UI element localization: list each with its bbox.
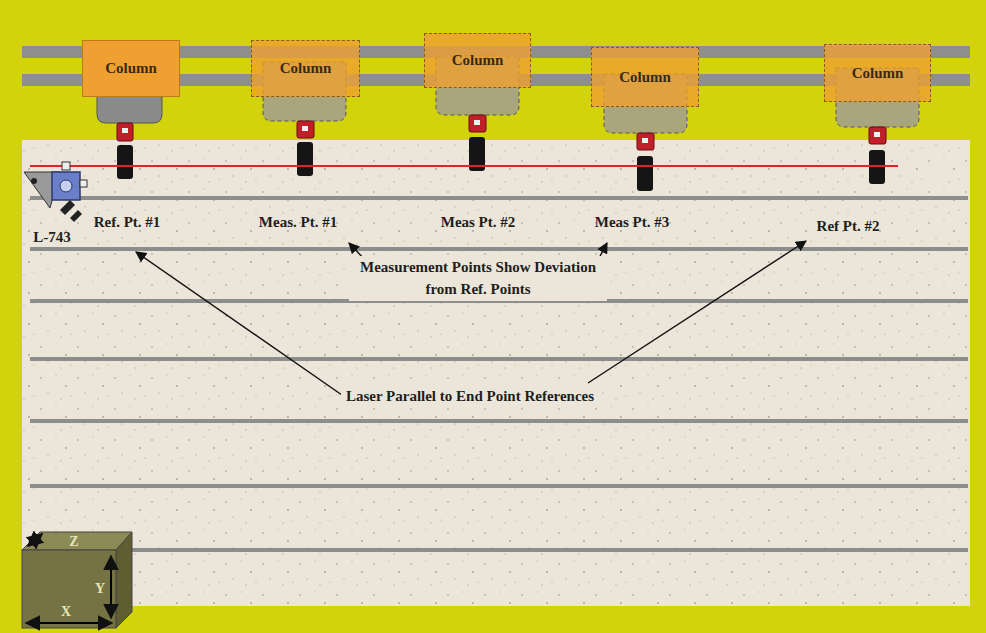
axis-cube-part-part (26, 622, 112, 624)
leader-arrows-part (136, 252, 352, 402)
column-label: Column (452, 52, 504, 69)
sensor-heads (117, 115, 886, 150)
axis-label: Z (69, 531, 78, 552)
sensor-heads-part (869, 127, 886, 144)
laser-device (24, 162, 87, 222)
targets (117, 137, 885, 191)
sensor-marks-part (642, 138, 648, 143)
laser-beam-part (30, 165, 898, 167)
floor-lines-part (30, 484, 968, 488)
axis-cube-part-part (110, 556, 112, 618)
axis-cube-part (22, 550, 116, 628)
laser-device-part (80, 180, 87, 187)
column-label: Column (619, 69, 671, 86)
column-label: Column (852, 65, 904, 82)
sensor-marks-part (474, 120, 480, 125)
reference-point-label: Ref Pt. #2 (817, 215, 880, 238)
column-box: Column (824, 44, 931, 102)
laser-device-part (52, 172, 80, 200)
sensor-marks-part (122, 128, 128, 133)
measurement-point-label: Meas. Pt. #1 (259, 211, 337, 234)
column-label: Column (280, 60, 332, 77)
callout-note: Measurement Points Show Deviation from R… (349, 256, 607, 301)
targets-part (117, 145, 133, 179)
leader-arrows (136, 241, 806, 402)
sensor-heads-part (117, 123, 133, 141)
laser-device-part (31, 178, 37, 184)
floor-lines (30, 198, 968, 550)
housings-part (97, 96, 162, 123)
sensor-heads-part (469, 115, 486, 132)
laser-beam (30, 166, 898, 167)
targets-part (637, 156, 653, 191)
axis-label: X (61, 601, 71, 622)
floor-lines-part (30, 357, 968, 361)
sensor-marks-part (302, 126, 308, 131)
floor-part (22, 140, 970, 606)
floor (22, 140, 970, 606)
axis-label: Y (95, 578, 105, 599)
floor-lines-part (30, 247, 968, 251)
targets-part (297, 142, 313, 176)
sensor-marks-part (874, 132, 880, 137)
column-box: Column (424, 33, 531, 88)
column-box: Column (251, 40, 360, 97)
sensor-heads-part (297, 121, 314, 138)
device-label: L-743 (33, 226, 71, 249)
measurement-point-label: Meas Pt. #2 (441, 211, 516, 234)
laser-device-part (60, 180, 72, 192)
laser-device-part (62, 162, 70, 170)
column-box: Column (82, 40, 180, 97)
sensor-marks (122, 120, 880, 143)
axis-cube-part (26, 534, 112, 623)
floor-lines-part (30, 196, 968, 200)
measurement-point-label: Meas Pt. #3 (595, 211, 670, 234)
floor-lines-part (30, 419, 968, 423)
axis-cube-part-part (28, 534, 42, 546)
axis-cube-part (116, 532, 132, 628)
column-box: Column (591, 47, 699, 107)
column-label: Column (105, 60, 157, 77)
laser-device-part (70, 210, 82, 222)
laser-device-part (60, 200, 75, 215)
leader-arrows-part (588, 241, 806, 383)
callout-note: Laser Parallel to End Point References (341, 385, 599, 408)
floor-lines-part (30, 548, 968, 552)
sensor-heads-part (637, 133, 654, 150)
reference-point-label: Ref. Pt. #1 (94, 211, 161, 234)
